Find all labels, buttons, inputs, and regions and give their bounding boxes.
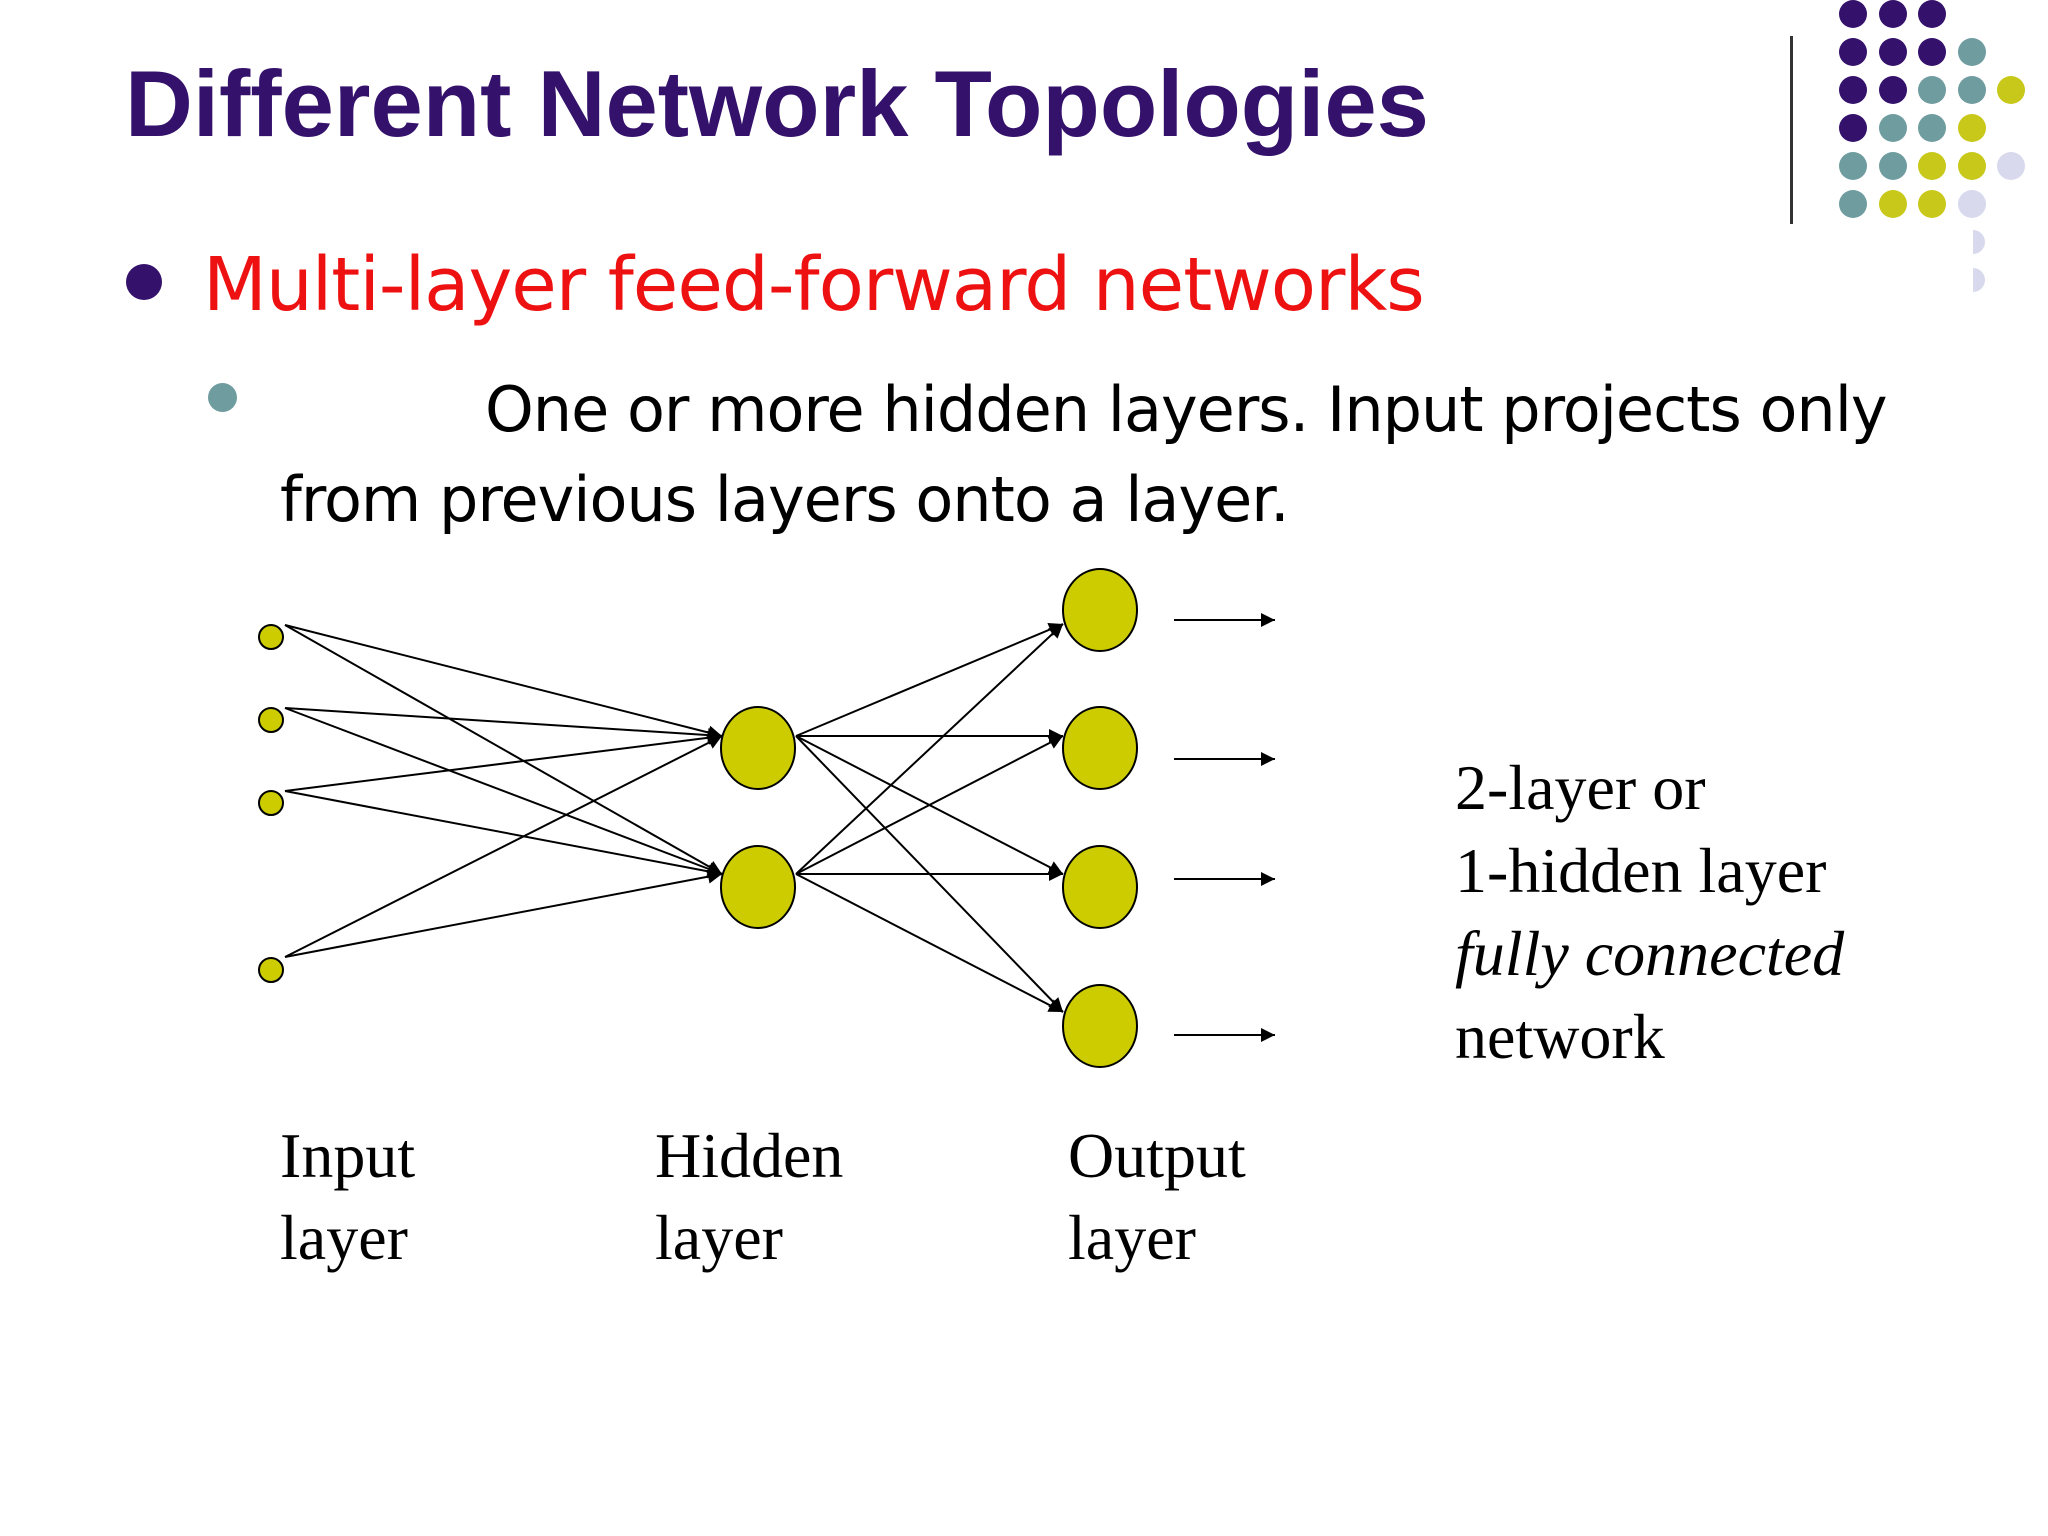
title-divider bbox=[1790, 36, 1793, 224]
hidden-layer-label-line-2: layer bbox=[655, 1202, 783, 1273]
description-line-1: 2-layer or bbox=[1455, 752, 1706, 823]
hidden-layer-label-line-1: Hidden bbox=[655, 1120, 844, 1191]
output-arrows bbox=[1174, 613, 1275, 1042]
decorative-half-dot bbox=[1973, 230, 1985, 254]
hidden-node-1 bbox=[720, 706, 796, 790]
edge-hidden-1-to-output-1 bbox=[795, 622, 1064, 737]
bullet-marker bbox=[126, 264, 162, 300]
decorative-dot bbox=[1839, 190, 1867, 218]
hidden-layer-label: Hidden layer bbox=[655, 1115, 843, 1279]
output-layer-label-line-1: Output bbox=[1068, 1120, 1246, 1191]
description-line-3: fully connected bbox=[1455, 918, 1845, 989]
slide-title: Different Network Topologies bbox=[125, 51, 1429, 156]
decorative-dot bbox=[1839, 38, 1867, 66]
output-node-2 bbox=[1062, 706, 1138, 790]
decorative-dot bbox=[1918, 190, 1946, 218]
input-node-3 bbox=[258, 790, 284, 816]
decorative-dot bbox=[1878, 152, 1907, 180]
edge-input-4-to-hidden-1 bbox=[284, 735, 723, 958]
decorative-dot bbox=[1918, 152, 1946, 180]
sub-bullet-text: One or more hidden layers. Input project… bbox=[280, 373, 1888, 536]
output-layer-label: Output layer bbox=[1068, 1115, 1246, 1279]
description-line-2: 1-hidden layer bbox=[1455, 835, 1827, 906]
diagram-description: 2-layer or 1-hidden layer fully connecte… bbox=[1455, 746, 1844, 1078]
decorative-dot bbox=[1957, 152, 1986, 180]
decorative-dot bbox=[1878, 114, 1907, 142]
decorative-dot bbox=[1997, 152, 2025, 180]
sub-bullet-marker bbox=[208, 383, 237, 412]
decorative-dot bbox=[1957, 190, 1986, 218]
decorative-dot bbox=[1957, 38, 1986, 66]
input-node-4 bbox=[258, 957, 284, 983]
decorative-dot bbox=[1878, 38, 1907, 66]
decorative-dot bbox=[1918, 114, 1946, 142]
decorative-dot bbox=[1839, 152, 1867, 180]
decorative-dot bbox=[1957, 76, 1986, 104]
decorative-dot bbox=[1878, 0, 1907, 28]
edge-input-4-to-hidden-2 bbox=[284, 869, 723, 958]
decorative-dot bbox=[1918, 76, 1946, 104]
output-layer-label-line-2: layer bbox=[1068, 1202, 1196, 1273]
network-nodes bbox=[258, 568, 1138, 1068]
input-layer-label: Input layer bbox=[280, 1115, 415, 1279]
description-line-4: network bbox=[1455, 1001, 1665, 1072]
decorative-dot bbox=[1839, 76, 1867, 104]
output-node-1 bbox=[1062, 568, 1138, 652]
decorative-dot bbox=[1997, 76, 2025, 104]
bullet-heading: Multi-layer feed-forward networks bbox=[203, 242, 1425, 328]
decorative-dot bbox=[1918, 0, 1946, 28]
edge-hidden-2-to-output-2 bbox=[795, 735, 1064, 875]
edge-input-1-to-hidden-1 bbox=[284, 624, 723, 740]
decorative-dot bbox=[1878, 190, 1907, 218]
edge-input-2-to-hidden-1 bbox=[284, 707, 723, 743]
connection-edges bbox=[284, 622, 1064, 1013]
edge-hidden-2-to-output-4 bbox=[795, 873, 1064, 1013]
hidden-node-2 bbox=[720, 845, 796, 929]
decorative-dot bbox=[1839, 114, 1867, 142]
input-node-1 bbox=[258, 624, 284, 650]
input-layer-label-line-1: Input bbox=[280, 1120, 416, 1191]
edge-input-3-to-hidden-2 bbox=[284, 790, 723, 879]
edge-input-3-to-hidden-1 bbox=[284, 730, 723, 792]
decorative-dot bbox=[1957, 114, 1986, 142]
edge-input-2-to-hidden-2 bbox=[284, 707, 723, 876]
input-layer-label-line-2: layer bbox=[280, 1202, 408, 1273]
decorative-dot bbox=[1878, 76, 1907, 104]
input-node-2 bbox=[258, 707, 284, 733]
decorative-dot bbox=[1839, 0, 1867, 28]
edge-hidden-2-to-output-1 bbox=[795, 623, 1064, 875]
output-node-3 bbox=[1062, 845, 1138, 929]
decorative-half-dot bbox=[1973, 268, 1985, 292]
edge-input-1-to-hidden-2 bbox=[284, 624, 723, 875]
decorative-dot bbox=[1918, 38, 1946, 66]
output-node-4 bbox=[1062, 984, 1138, 1068]
